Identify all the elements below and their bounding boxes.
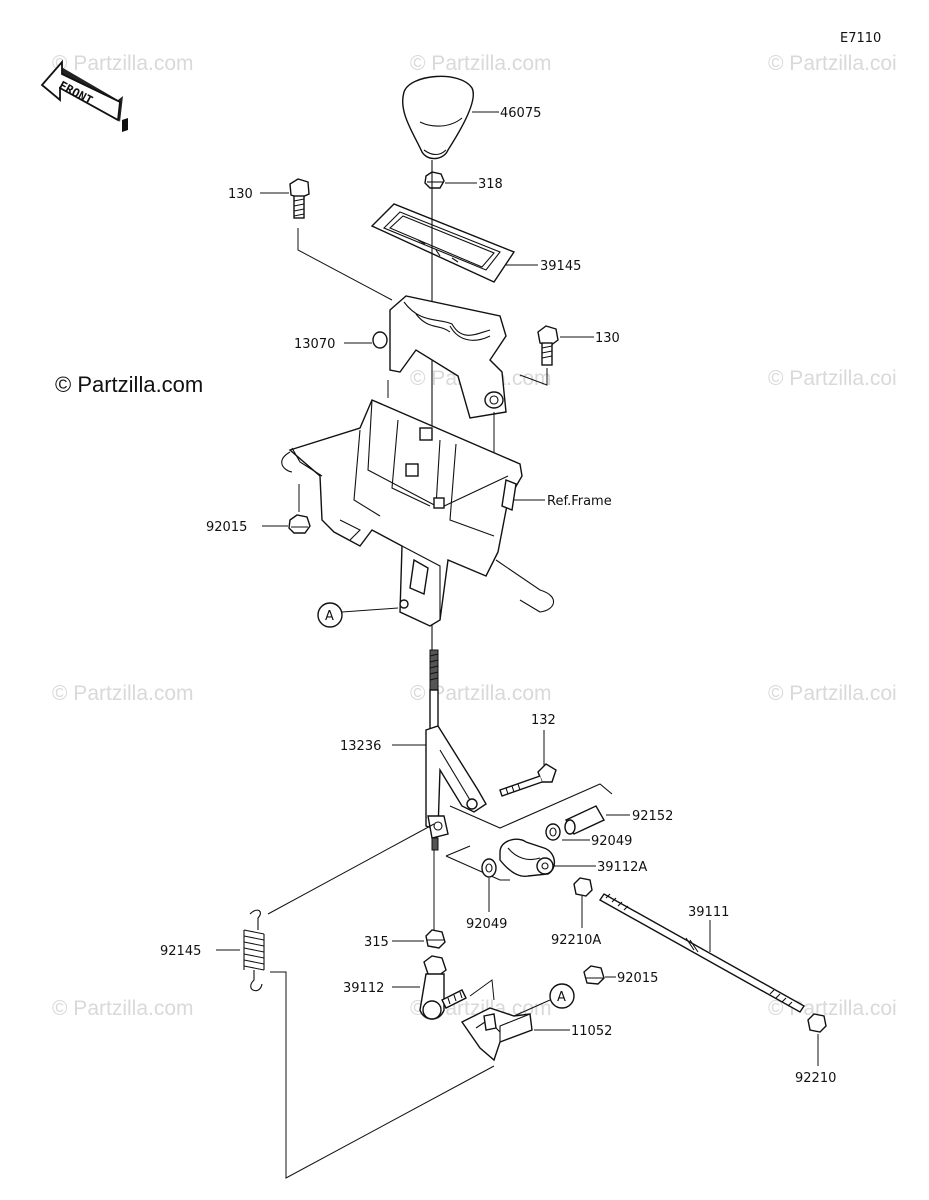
callout-a-lower: A	[513, 983, 575, 1017]
nut-92210: 92210	[795, 1013, 836, 1086]
label-315: 315	[364, 935, 389, 950]
label-11052: 11052	[571, 1024, 612, 1039]
label-130-right: 130	[595, 331, 620, 346]
nut-92210A: 92210A	[551, 877, 601, 948]
label-39145: 39145	[540, 259, 581, 274]
nut-92015-upper: 92015	[206, 484, 311, 535]
assembly-box-top	[449, 783, 613, 829]
watermark-main: © Partzilla.com	[55, 372, 203, 397]
nut-92015-lower: 92015	[583, 965, 658, 986]
watermark-6: © Partzilla.com	[52, 682, 194, 705]
label-92152: 92152	[632, 809, 673, 824]
bolt-130-left: 130	[228, 178, 393, 301]
bracket-11052: 11052	[460, 1007, 612, 1062]
lever-39112A: 39112A	[499, 838, 647, 877]
label-92210: 92210	[795, 1071, 836, 1086]
label-46075: 46075	[500, 106, 541, 121]
label-39112A: 39112A	[597, 860, 647, 875]
label-132: 132	[531, 713, 556, 728]
shift-knob: 46075	[402, 75, 541, 160]
ref-frame: Ref.Frame	[281, 399, 612, 627]
label-13236: 13236	[340, 739, 381, 754]
spring-92145: 92145	[160, 823, 495, 1179]
collar-92152: 92152	[564, 805, 673, 835]
callout-a-upper: A	[317, 602, 399, 628]
label-92145: 92145	[160, 944, 201, 959]
assembly-box-side	[445, 845, 471, 857]
shift-rod-13236: 13236	[340, 649, 487, 930]
watermark-2: © Partzilla.com	[410, 52, 552, 75]
bracket-13070: 13070	[294, 295, 507, 462]
label-318: 318	[478, 177, 503, 192]
bolt-130-right: 130	[519, 325, 620, 386]
label-92015-upper: 92015	[206, 520, 247, 535]
watermark-9: © Partzilla.com	[52, 997, 194, 1020]
label-a-lower: A	[557, 990, 566, 1005]
nut-318: 318	[424, 171, 503, 192]
washer-92049-upper: 92049	[545, 823, 632, 849]
watermark-1: © Partzilla.com	[52, 52, 194, 75]
label-92049-upper: 92049	[591, 834, 632, 849]
label-92210A: 92210A	[551, 933, 601, 948]
gate-plate: 39145	[370, 203, 581, 283]
bolt-132: 132	[499, 713, 557, 797]
label-39112: 39112	[343, 981, 384, 996]
washer-92049-lower: 92049	[466, 858, 507, 932]
watermark-3: © Partzilla.coi	[768, 52, 897, 75]
label-92049-lower: 92049	[466, 917, 507, 932]
label-ref-frame: Ref.Frame	[547, 494, 612, 509]
assembly-box-bottom	[445, 855, 510, 881]
watermark-8: © Partzilla.coi	[768, 682, 897, 705]
watermark-5: © Partzilla.coi	[768, 367, 897, 390]
rod-end-39112: 39112	[343, 955, 495, 1020]
label-130-left: 130	[228, 187, 253, 202]
watermark-11: © Partzilla.coi	[768, 997, 897, 1020]
nut-315: 315	[364, 929, 446, 950]
label-13070: 13070	[294, 337, 335, 352]
label-92015-lower: 92015	[617, 971, 658, 986]
diagram-code: E7110	[840, 31, 881, 46]
watermark-7: © Partzilla.com	[410, 682, 552, 705]
label-a-upper: A	[325, 609, 334, 624]
rod-39111: 39111	[598, 893, 806, 1013]
label-39111: 39111	[688, 905, 729, 920]
